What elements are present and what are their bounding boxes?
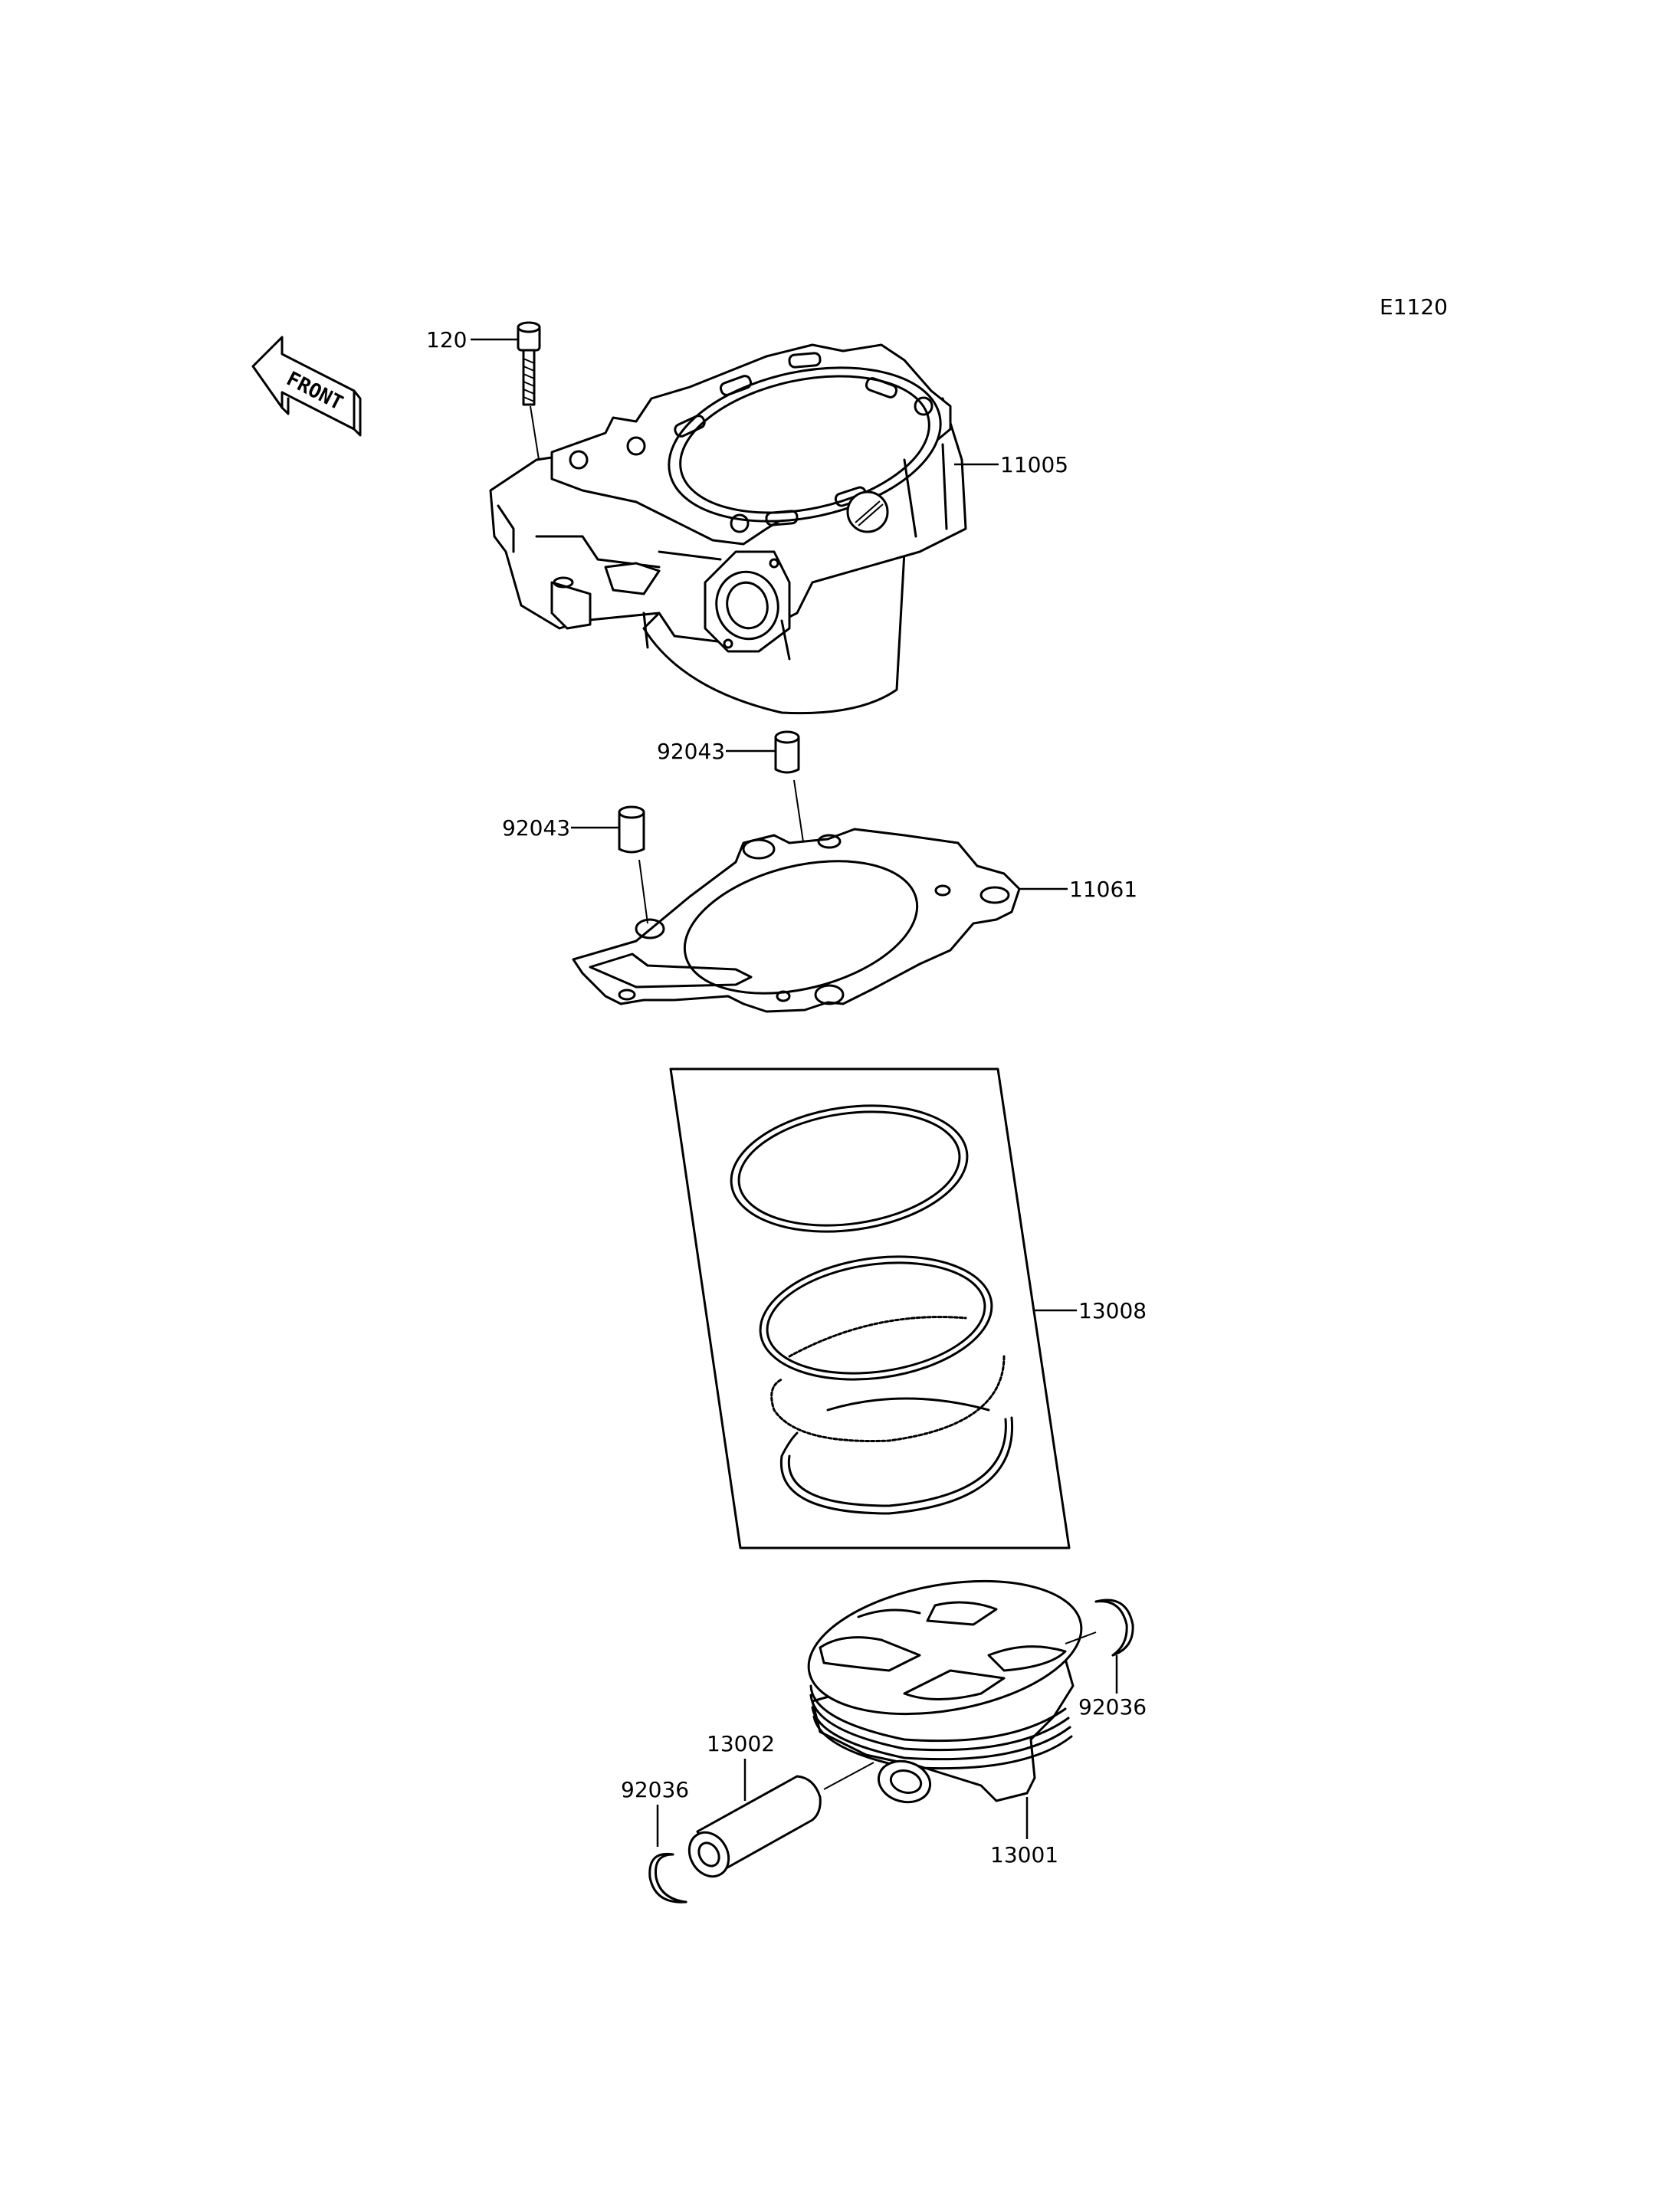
guide-pin [823,1762,874,1790]
callout-13002: 13002 [707,1731,775,1756]
circlip-left-part [648,1852,687,1904]
callout-92043-lower: 92043 [502,815,570,841]
callout-92036-left: 92036 [621,1777,689,1802]
piston-part [807,1579,1083,1804]
cylinder-part [489,343,967,715]
guide-clip-right [1065,1631,1097,1644]
ring-set-part [669,1067,1071,1549]
diagram-code: E1120 [1380,294,1448,320]
gasket-part [572,828,1021,1013]
callout-13008: 13008 [1078,1298,1147,1323]
dowel-upper-part [774,730,800,774]
callout-11005: 11005 [1000,452,1068,477]
callout-92043-upper: 92043 [657,739,725,764]
piston-pin-part [687,1775,822,1878]
callout-92036-right: 92036 [1078,1694,1147,1720]
callout-13001: 13001 [990,1842,1058,1867]
circlip-right-part [1094,1599,1134,1657]
dowel-lower-part [618,805,645,854]
callout-120: 120 [426,327,467,353]
callout-11061: 11061 [1069,877,1137,902]
guide-dowel-lower [638,859,648,924]
front-arrow-icon: FRONT [251,336,362,437]
